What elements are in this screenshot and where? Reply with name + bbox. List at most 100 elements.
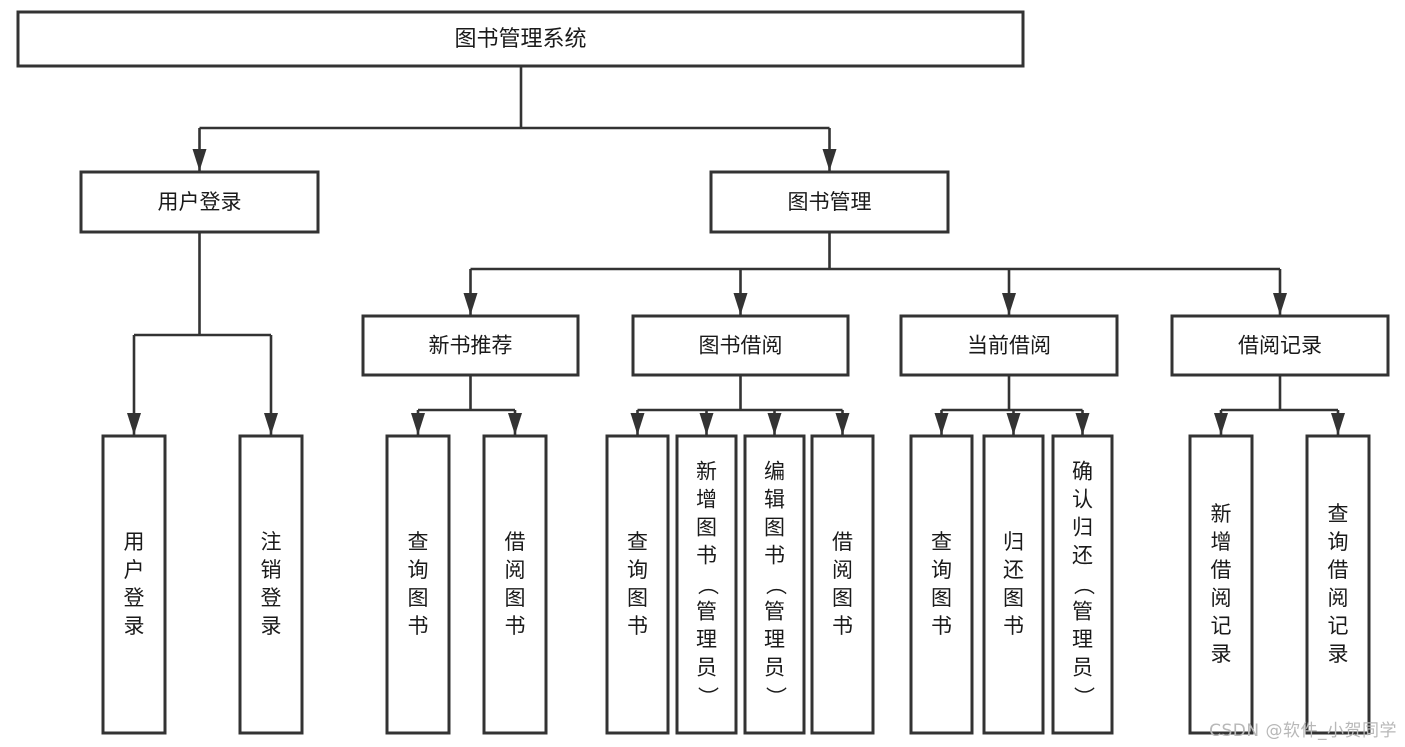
svg-text:用: 用 — [124, 530, 145, 554]
svg-text:）: ） — [764, 686, 788, 707]
svg-text:书: 书 — [1003, 614, 1024, 638]
svg-text:书: 书 — [696, 544, 717, 568]
node-label: 当前借阅 — [967, 334, 1051, 358]
svg-text:新: 新 — [696, 460, 717, 484]
svg-text:新: 新 — [1211, 502, 1232, 526]
node-book-manage[interactable]: 图书管理 — [709, 170, 950, 234]
svg-text:借: 借 — [1328, 558, 1349, 582]
svg-text:登: 登 — [124, 586, 145, 610]
node-label: 新书推荐 — [429, 334, 513, 358]
node-label: 借阅记录 — [1238, 334, 1322, 358]
leaf-label: 用户登录 — [124, 530, 145, 638]
svg-text:图: 图 — [408, 586, 429, 610]
svg-text:管: 管 — [696, 600, 717, 624]
node-user-login[interactable]: 用户登录 — [79, 170, 320, 234]
svg-text:管: 管 — [764, 600, 785, 624]
svg-text:询: 询 — [408, 558, 429, 582]
svg-text:录: 录 — [124, 614, 145, 638]
svg-text:还: 还 — [1003, 558, 1024, 582]
svg-text:图: 图 — [1003, 586, 1024, 610]
svg-text:借: 借 — [832, 530, 853, 554]
svg-text:录: 录 — [1211, 642, 1232, 666]
node-label: 图书借阅 — [699, 334, 783, 358]
svg-text:图: 图 — [931, 586, 952, 610]
svg-text:员: 员 — [764, 656, 785, 680]
svg-text:归: 归 — [1003, 530, 1024, 554]
svg-text:阅: 阅 — [1328, 586, 1349, 610]
svg-text:（: （ — [1072, 574, 1096, 595]
svg-text:编: 编 — [764, 460, 785, 484]
svg-text:户: 户 — [124, 558, 145, 582]
leaf-node-leaf-user-login[interactable]: 用户登录 — [101, 434, 167, 735]
svg-text:理: 理 — [1072, 628, 1093, 652]
svg-text:员: 员 — [696, 656, 717, 680]
svg-text:书: 书 — [627, 614, 648, 638]
svg-text:增: 增 — [696, 488, 717, 512]
svg-text:确: 确 — [1072, 460, 1093, 484]
svg-text:阅: 阅 — [832, 558, 853, 582]
svg-text:（: （ — [764, 574, 788, 595]
svg-text:理: 理 — [696, 628, 717, 652]
connectors-layer — [127, 66, 1345, 435]
svg-text:录: 录 — [261, 614, 282, 638]
svg-text:管: 管 — [1072, 600, 1093, 624]
node-book-borrow[interactable]: 图书借阅 — [631, 314, 850, 377]
svg-text:询: 询 — [931, 558, 952, 582]
svg-text:）: ） — [1072, 686, 1096, 707]
svg-text:记: 记 — [1211, 614, 1232, 638]
svg-text:阅: 阅 — [505, 558, 526, 582]
svg-text:（: （ — [696, 574, 720, 595]
svg-text:增: 增 — [1211, 530, 1232, 554]
svg-text:书: 书 — [832, 614, 853, 638]
svg-text:查: 查 — [627, 530, 648, 554]
svg-text:书: 书 — [505, 614, 526, 638]
svg-text:询: 询 — [1328, 530, 1349, 554]
svg-text:图: 图 — [627, 586, 648, 610]
node-label: 图书管理 — [788, 190, 872, 214]
svg-text:查: 查 — [1328, 502, 1349, 526]
node-borrow-record[interactable]: 借阅记录 — [1170, 314, 1390, 377]
svg-text:书: 书 — [764, 544, 785, 568]
svg-text:借: 借 — [1211, 558, 1232, 582]
node-root-root[interactable]: 图书管理系统 — [16, 10, 1025, 68]
node-current-borrow[interactable]: 当前借阅 — [899, 314, 1119, 377]
svg-text:录: 录 — [1328, 642, 1349, 666]
svg-text:理: 理 — [764, 628, 785, 652]
svg-text:）: ） — [696, 686, 720, 707]
watermark-text: CSDN @软件_小贺同学 — [1209, 721, 1397, 741]
svg-text:归: 归 — [1072, 516, 1093, 540]
svg-text:阅: 阅 — [1211, 586, 1232, 610]
nodes-layer: 图书管理系统用户登录图书管理新书推荐图书借阅当前借阅借阅记录用户登录注销登录查询… — [16, 10, 1390, 735]
node-new-book-rec[interactable]: 新书推荐 — [361, 314, 580, 377]
svg-text:图: 图 — [764, 516, 785, 540]
svg-text:辑: 辑 — [764, 488, 785, 512]
svg-text:图: 图 — [505, 586, 526, 610]
svg-text:注: 注 — [261, 530, 282, 554]
node-label: 用户登录 — [158, 190, 242, 214]
node-label: 图书管理系统 — [454, 27, 586, 52]
svg-text:图: 图 — [696, 516, 717, 540]
